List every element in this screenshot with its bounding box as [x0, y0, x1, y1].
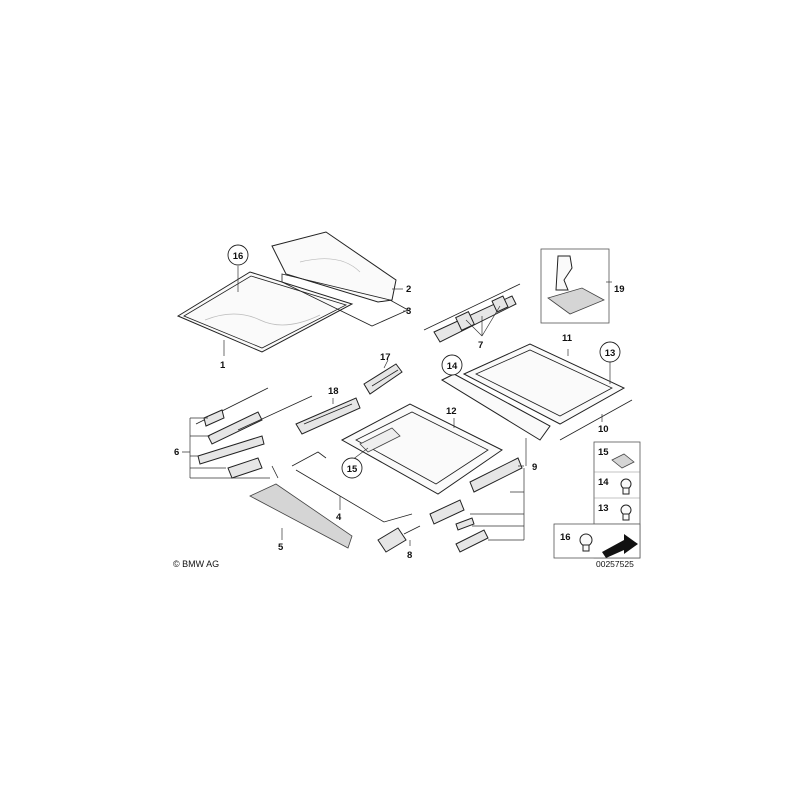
- legend-number-15: 15: [598, 447, 609, 458]
- part-8-motor: [377, 525, 421, 553]
- part-7-rail-mechanism: [423, 283, 521, 343]
- part-4-deflector-wire: [291, 451, 413, 523]
- arrow-icon: [602, 534, 638, 558]
- rivet-icon: [579, 533, 593, 552]
- legend-labels: 15 14 13 16: [560, 447, 609, 543]
- callout-circles: [227, 244, 621, 479]
- legend-number-13: 13: [598, 503, 609, 514]
- hardware-legend: [553, 441, 641, 559]
- part-14-deflector-strip: [440, 373, 551, 441]
- part-11-frame: [462, 343, 626, 425]
- part-2-glass-panel: [271, 231, 397, 303]
- part-5-headliner-strip: [249, 483, 353, 549]
- callout-9: 9: [532, 462, 537, 473]
- callout-14: 14: [447, 361, 458, 372]
- drawing-number: 00257525: [596, 559, 634, 569]
- part-3-seal-frame: [281, 273, 409, 327]
- screw-icon: [620, 504, 632, 521]
- callout-18: 18: [328, 386, 339, 397]
- legend-number-14: 14: [598, 477, 609, 488]
- callout-8: 8: [407, 550, 412, 561]
- sticker-pad-icon: [611, 453, 635, 469]
- callout-3: 3: [406, 306, 411, 317]
- part-17-guide: [363, 363, 403, 395]
- part-1-glass-panel: [176, 271, 354, 353]
- legend-number-16: 16: [560, 532, 571, 543]
- part-12-sunroof-tray: [340, 403, 503, 495]
- callout-10: 10: [598, 424, 609, 435]
- callout-4: 4: [336, 512, 342, 523]
- callout-2: 2: [406, 284, 411, 295]
- part-19-clip-and-pad: [540, 248, 610, 324]
- part-6-rail-parts: [195, 387, 313, 479]
- callout-15: 15: [347, 464, 358, 475]
- callout-6: 6: [174, 447, 179, 458]
- callout-1: 1: [220, 360, 226, 371]
- part-18-guide-rail: [295, 397, 361, 435]
- callout-5: 5: [278, 542, 284, 553]
- callout-11: 11: [562, 333, 573, 344]
- callout-7: 7: [478, 340, 483, 351]
- callout-16: 16: [233, 251, 244, 262]
- callout-labels: 1 2 3 4 5 6 7 8 9 10 11 12 13 14 15 16 1…: [174, 251, 625, 561]
- part-9-bracket-parts: [429, 457, 523, 553]
- copyright: © BMW AG: [173, 559, 219, 569]
- screw-icon: [620, 478, 632, 495]
- callout-17: 17: [380, 352, 391, 363]
- part-10-cable: [559, 399, 633, 441]
- callout-19: 19: [614, 284, 625, 295]
- callout-13: 13: [605, 348, 616, 359]
- callout-12: 12: [446, 406, 457, 417]
